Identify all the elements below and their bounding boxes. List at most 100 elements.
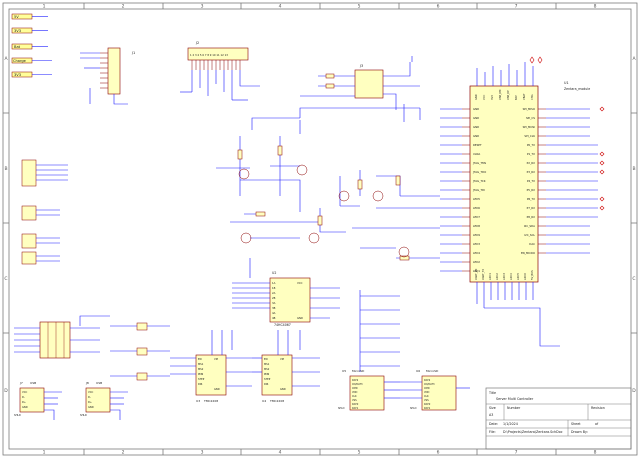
chip-pin: VDD [424,391,429,394]
number-label: Number [507,406,521,410]
red-markers [529,56,605,211]
chip-pin: ADC1 [488,273,492,280]
chip-pin: JTAG_TDI [472,188,485,192]
row-label: C [4,276,7,282]
connector-ref: J2 [195,41,199,45]
col-label: 2 [122,4,125,10]
chip-pin: ADC4 [509,273,513,280]
chip-pin: VM [214,357,218,361]
connector-ref: J3 [359,64,363,68]
col-label: 8 [594,450,597,456]
chip-pin: MS1 [264,362,270,366]
chip-pin: P0_TX [527,143,535,147]
chip-pin: LED3 [473,242,480,246]
chip-pin: EN [198,357,202,361]
chip-pin: ADC3 [502,273,506,280]
chip-pin: EN_MICRO [521,251,535,255]
sdcard-u5: U5 MicroSD DAT2 CD/DAT3 CMD VDD CLK VSS … [338,369,400,411]
chip-pin: LED4 [473,251,480,255]
col-label: 7 [515,450,518,456]
chip-pin: VSS [352,399,357,402]
chip-pin: UART_TX [481,269,485,280]
signal-bus [359,290,400,372]
chip-pin: LED7 [473,215,480,219]
chip-pin: PDN [264,372,269,376]
usb-pin: SHLD [80,413,87,417]
chip-pin: DAC [529,242,535,246]
usb-pin: D- [88,395,91,399]
chip-pin: GND [214,387,220,391]
usb-ref: J8 [85,381,89,385]
connector-ref: J1 [131,51,135,55]
usb-pin: GND [22,405,28,409]
chip-pin: P3_RX [527,170,536,174]
power-ports: 5V 3V3 Bat Charge 3V3 [11,13,52,78]
row-label: B [632,166,635,172]
port-label: 3V3 [14,29,21,33]
sheet-frame [2,2,638,456]
drawn-label: Drawn By: [571,430,588,434]
chip-pin: JTAG_TCK [472,179,486,183]
col-label: 6 [437,4,440,10]
chip-pin: VSS [424,399,429,402]
chip-name: MicroSD [352,369,365,373]
col-label: 3 [201,4,204,10]
mcu-top-pins: GND VCC 3V3 USB_DM USB_DP BAT VBAT CHG [474,90,534,100]
chip-pin: DIR [198,382,203,386]
side-headers [21,159,68,265]
chip-pin: MS2 [198,367,204,371]
frame-row-labels: A B C D A B C D [4,56,636,394]
chip-pin: CMD [424,387,430,390]
col-label: 6 [437,450,440,456]
col-label: 2 [122,450,125,456]
chip-pin: VCC [482,95,486,100]
chip-pin: GND [474,94,478,100]
chip-pin: 3A [272,301,276,305]
chip-pin: MS1 [198,362,204,366]
usb-pin: D+ [22,400,26,404]
chip-ref: U5 [342,369,346,373]
chip-name: TMC2208 [269,399,284,403]
col-label: 5 [358,4,361,10]
usb-pin: VCC [88,390,93,394]
usb-j7: J7 USB VCC D- D+ GND SHLD [14,381,62,420]
port-label: 5V [14,15,19,19]
chip-pin: STEP [264,377,271,381]
chip-pin: LED2 [473,260,480,264]
col-label: 5 [358,450,361,456]
title-value: Server Multi Controller [496,397,534,401]
chip-pin: SPI_CLK [524,134,535,138]
chip-pin: I2C_SDA [524,224,535,228]
chip-pin: CHG [530,94,534,100]
chip-pin: JTAG_TDO [472,170,486,174]
mcu-right-pins: SPI_MISO SPI_CS SPI_MOSI SPI_CLK P0_TX P… [521,107,536,255]
driver-u4: U4 TMC2208 EN MS1 MS2 PDN STEP DIR VM GN… [252,330,320,403]
port-5v: 5V [11,13,48,20]
date-value: 1/1/2024 [503,422,518,426]
chip-pin: VCC [297,281,303,285]
chip-pin: VM [280,357,284,361]
chip-pin: EN [264,357,268,361]
chip-pin: LED9 [473,233,480,237]
usb-pin: D+ [88,400,92,404]
file-value: D:\Projects\Zentara\Zentara.SchDoc [503,430,563,434]
chip-pin: MS2 [264,367,270,371]
db25-connector: J2 1 2 3 4 5 6 7 8 9 10 11 12 13 [180,41,260,101]
usb-j8: J8 USB VCC D- D+ GND SHLD [80,381,128,420]
port-label: Charge [13,59,27,63]
chip-pin: XLNA [473,152,480,156]
port-bat: Bat [11,43,48,50]
port-3v3: 3V3 [11,27,48,34]
chip-pin: CLK [352,395,357,398]
chip-pin: P4_TX [527,179,535,183]
usb-name: USB [96,381,102,385]
chip-pin: 1B [272,286,276,290]
title-block: Title Server Multi Controller Size A3 Nu… [485,387,632,450]
chip-pin: DAT0 [424,403,431,406]
chip-pin: STEP [198,377,205,381]
chip-pin: 2A [272,291,276,295]
row-label: D [632,388,636,394]
col-label: 3 [201,450,204,456]
connector-pins: 1 2 3 4 5 6 7 8 9 10 11 12 13 [190,53,228,57]
chip-pin: 3B [272,306,276,310]
